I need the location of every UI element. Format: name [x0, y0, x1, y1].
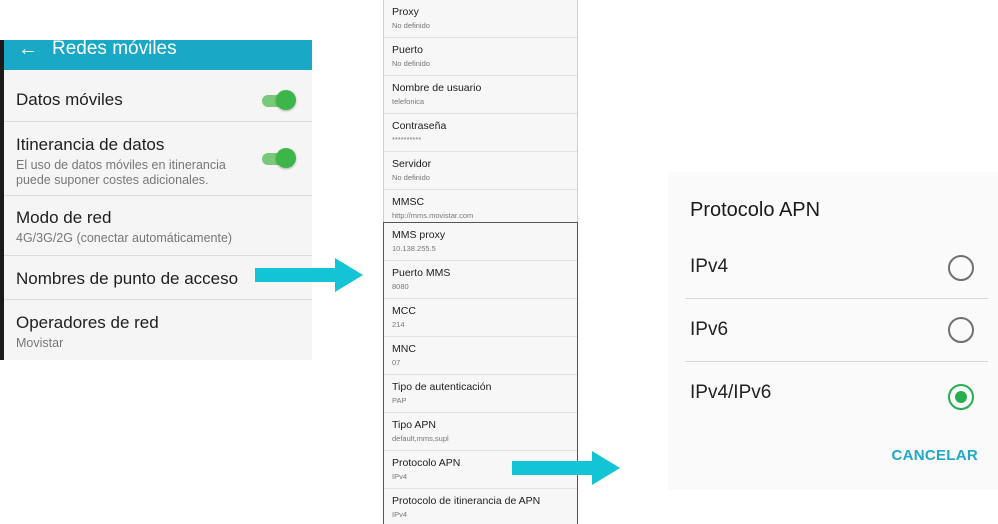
apn-field-username[interactable]: Nombre de usuario telefonica — [384, 76, 577, 114]
setting-title: Operadores de red — [16, 313, 159, 332]
arrow-right-icon — [255, 258, 363, 292]
radio-selected-icon[interactable] — [948, 384, 974, 410]
setting-mobile-data[interactable]: Datos móviles — [4, 70, 312, 122]
radio-unselected-icon[interactable] — [948, 317, 974, 343]
screen-title: Redes móviles — [52, 40, 177, 59]
field-value: PAP — [392, 396, 407, 405]
setting-network-mode[interactable]: Modo de red 4G/3G/2G (conectar automátic… — [4, 196, 312, 256]
field-label: Contraseña — [392, 120, 447, 132]
field-value: No definido — [392, 59, 430, 68]
field-value: 8080 — [392, 282, 409, 291]
field-value: No definido — [392, 173, 430, 182]
toggle-thumb — [276, 90, 296, 110]
option-ipv4[interactable]: IPv4 — [685, 236, 988, 298]
field-value: telefonica — [392, 97, 425, 106]
setting-subtitle: Movistar — [16, 336, 64, 350]
field-value: 214 — [392, 320, 405, 329]
option-ipv4-ipv6[interactable]: IPv4/IPv6 — [685, 362, 988, 424]
field-label: Proxy — [392, 6, 419, 18]
setting-data-roaming[interactable]: Itinerancia de datos El uso de datos móv… — [4, 122, 312, 196]
setting-subtitle: El uso de datos móviles en itinerancia p… — [16, 158, 226, 187]
mobile-networks-panel: ← Redes móviles Datos móviles Itineranci… — [0, 40, 312, 360]
apn-field-mms-port[interactable]: Puerto MMS 8080 — [384, 261, 577, 299]
setting-network-operators[interactable]: Operadores de red Movistar — [4, 300, 312, 360]
setting-subtitle: 4G/3G/2G (conectar automáticamente) — [16, 231, 233, 245]
field-label: Nombre de usuario — [392, 82, 482, 94]
field-value: IPv4 — [392, 472, 408, 481]
radio-unselected-icon[interactable] — [948, 255, 974, 281]
apn-field-password[interactable]: Contraseña ********** — [384, 114, 577, 152]
apn-field-server[interactable]: Servidor No definido — [384, 152, 577, 190]
apn-field-roaming-protocol[interactable]: Protocolo de itinerancia de APN IPv4 — [384, 489, 577, 524]
field-label: MMS proxy — [392, 229, 446, 241]
apn-field-mms-proxy[interactable]: MMS proxy 10.138.255.5 — [384, 223, 577, 261]
setting-title: Modo de red — [16, 208, 112, 227]
field-label: Puerto MMS — [392, 267, 451, 279]
field-value: No definido — [392, 21, 430, 30]
option-label: IPv6 — [690, 319, 729, 340]
setting-title: Itinerancia de datos — [16, 135, 165, 154]
apn-field-apn-protocol[interactable]: Protocolo APN IPv4 — [384, 451, 577, 489]
field-value: ********** — [392, 135, 422, 144]
field-label: Puerto — [392, 44, 423, 56]
apn-field-mmsc[interactable]: MMSC http://mms.movistar.com — [384, 190, 577, 228]
toggle-thumb — [276, 148, 296, 168]
app-bar: ← Redes móviles — [4, 40, 312, 70]
mobile-data-toggle[interactable] — [262, 90, 296, 110]
option-label: IPv4 — [690, 256, 729, 277]
field-label: Servidor — [392, 158, 432, 170]
apn-protocol-dialog: Protocolo APN IPv4 IPv6 IPv4/IPv6 CANCEL… — [668, 172, 998, 490]
apn-field-auth-type[interactable]: Tipo de autenticación PAP — [384, 375, 577, 413]
apn-field-mnc[interactable]: MNC 07 — [384, 337, 577, 375]
apn-field-proxy[interactable]: Proxy No definido — [384, 0, 577, 38]
field-label: Tipo APN — [392, 419, 436, 431]
field-label: Protocolo APN — [392, 457, 461, 469]
divider — [685, 298, 988, 299]
apn-field-apn-type[interactable]: Tipo APN default,mms,supl — [384, 413, 577, 451]
field-label: Protocolo de itinerancia de APN — [392, 495, 541, 507]
data-roaming-toggle[interactable] — [262, 148, 296, 168]
field-label: Tipo de autenticación — [392, 381, 492, 393]
dialog-title: Protocolo APN — [690, 199, 821, 221]
field-label: MCC — [392, 305, 416, 317]
field-label: MMSC — [392, 196, 425, 208]
apn-field-mcc[interactable]: MCC 214 — [384, 299, 577, 337]
option-ipv6[interactable]: IPv6 — [685, 299, 988, 361]
arrow-right-icon — [512, 451, 620, 485]
back-arrow-icon[interactable]: ← — [18, 40, 38, 60]
field-value: 07 — [392, 358, 401, 367]
cancel-button[interactable]: CANCELAR — [891, 447, 978, 464]
setting-access-point-names[interactable]: Nombres de punto de acceso — [4, 256, 312, 300]
apn-settings-list-top: Proxy No definido Puerto No definido Nom… — [383, 0, 578, 226]
field-value: http://mms.movistar.com — [392, 211, 474, 220]
field-value: IPv4 — [392, 510, 408, 519]
apn-field-port[interactable]: Puerto No definido — [384, 38, 577, 76]
field-value: default,mms,supl — [392, 434, 449, 443]
divider — [685, 361, 988, 362]
setting-title: Datos móviles — [16, 90, 123, 109]
field-value: 10.138.255.5 — [392, 244, 436, 253]
option-label: IPv4/IPv6 — [690, 382, 772, 403]
setting-title: Nombres de punto de acceso — [16, 269, 239, 288]
field-label: MNC — [392, 343, 416, 355]
